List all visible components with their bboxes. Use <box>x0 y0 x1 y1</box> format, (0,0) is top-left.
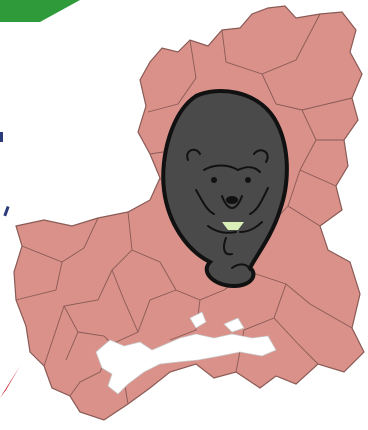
excluded-area <box>189 311 207 329</box>
boundary-line <box>131 249 201 301</box>
bear-right-ear <box>253 149 269 163</box>
edge-marks <box>0 132 10 217</box>
boundary-line <box>249 271 353 329</box>
excluded-area <box>95 333 277 395</box>
bear-brow <box>203 164 261 173</box>
boundary-line <box>21 217 99 263</box>
bear-nose <box>226 196 238 204</box>
edge-mark <box>3 205 10 217</box>
bear-chest-mark <box>222 222 244 230</box>
boundary-line <box>111 269 139 333</box>
bear-cheek-right <box>249 187 269 215</box>
bear-fur-mark <box>207 225 237 234</box>
bear-right-eye <box>245 177 251 183</box>
boundary-line <box>273 283 319 365</box>
bear-icon <box>161 89 289 289</box>
bear-cheek-left <box>195 189 215 215</box>
bear-paw <box>223 237 233 256</box>
bear-body <box>161 89 289 289</box>
bear-left-eye <box>211 177 217 183</box>
boundary-line <box>15 261 63 301</box>
edge-mark <box>0 132 3 142</box>
boundary-line <box>43 211 133 367</box>
boundary-line <box>111 289 177 345</box>
excluded-area <box>223 317 245 333</box>
bear-fur-mark <box>239 221 263 233</box>
boundary-line <box>235 317 275 373</box>
bear-tail-curl <box>231 263 251 271</box>
red-pointer <box>0 366 20 398</box>
boundary-line <box>147 39 197 113</box>
bear-left-ear <box>186 148 201 161</box>
green-banner <box>0 0 80 22</box>
excluded-areas <box>95 311 277 395</box>
boundary-line <box>261 73 353 111</box>
bear-snout <box>221 195 243 209</box>
